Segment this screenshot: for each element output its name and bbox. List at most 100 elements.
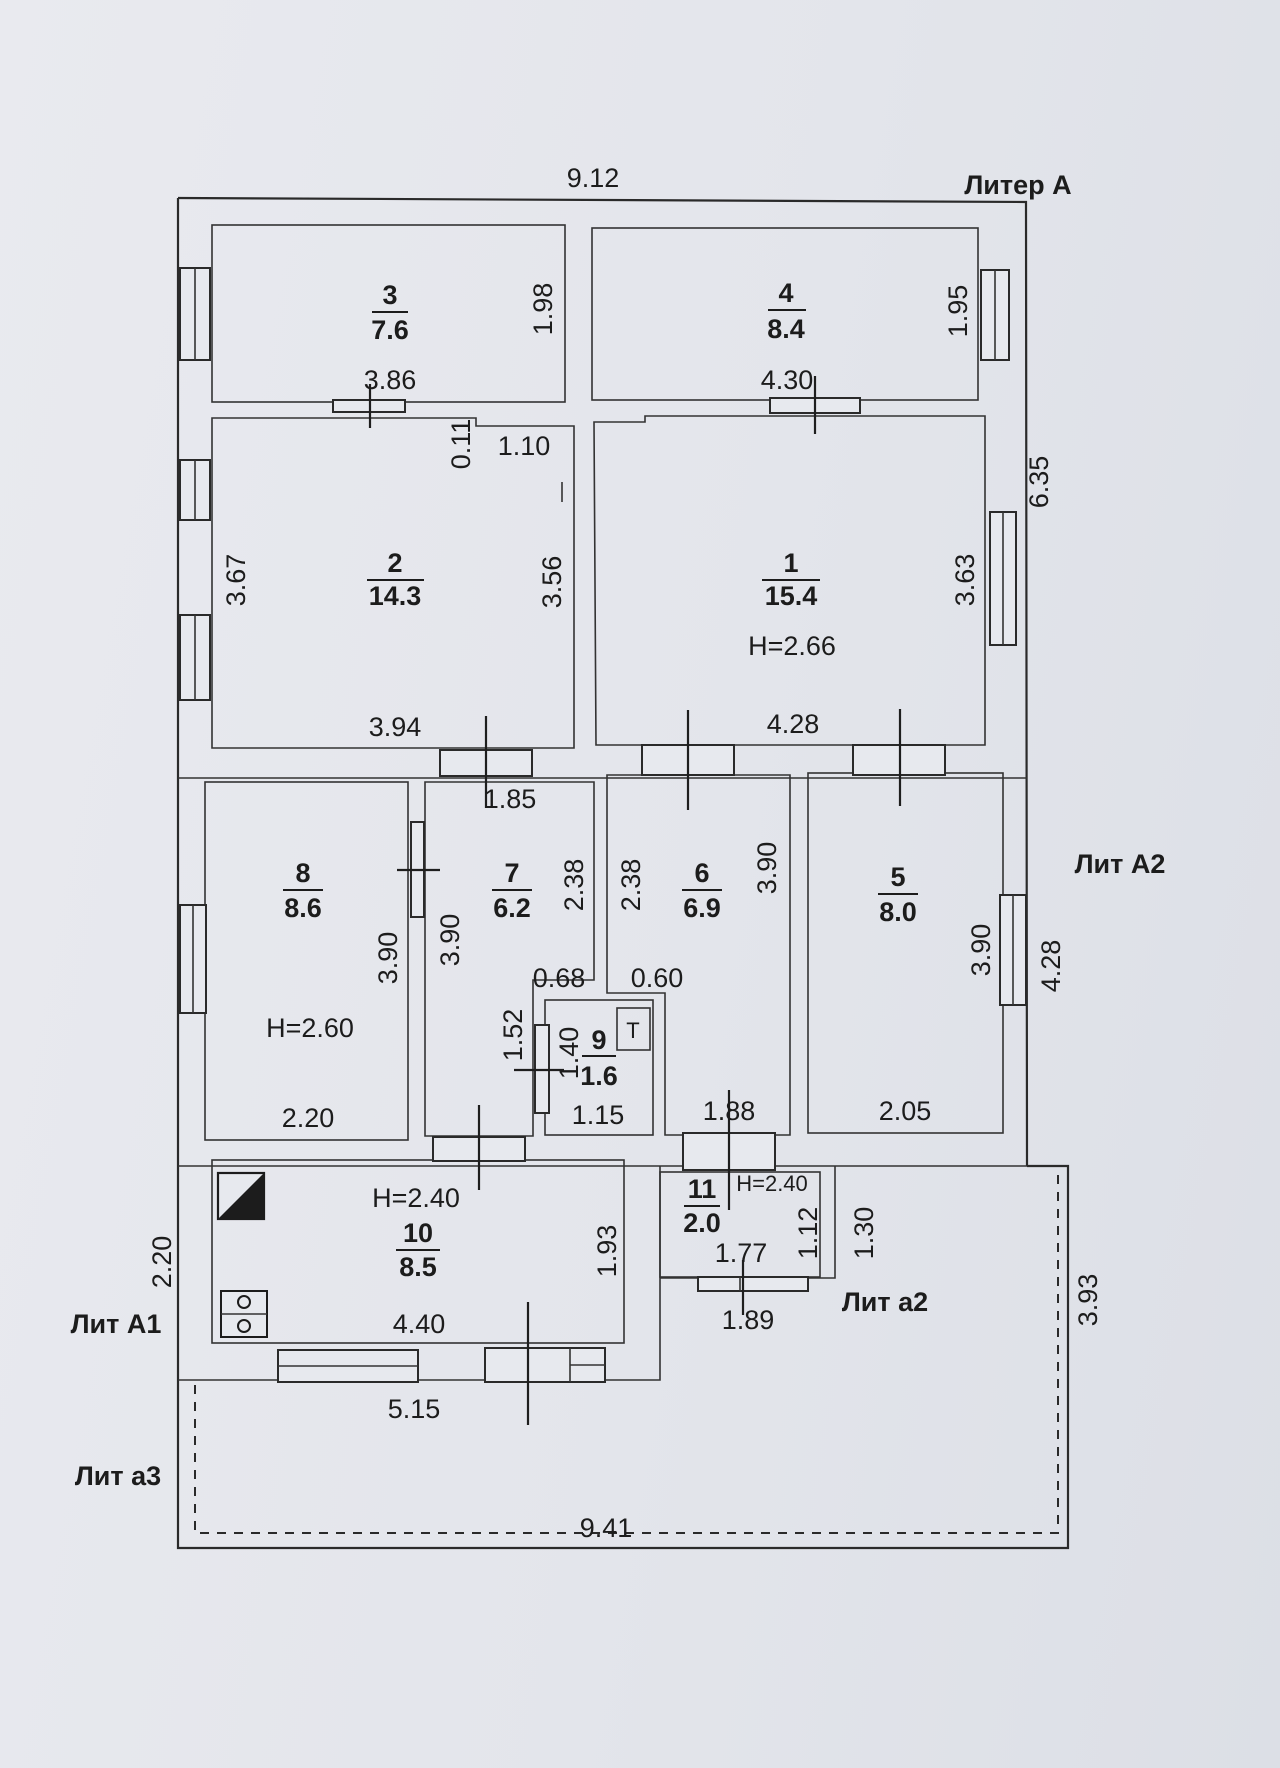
room-2-area: 14.3 — [369, 581, 422, 611]
room-1-area: 15.4 — [765, 581, 818, 611]
dim-r9-h2: 1.40 — [554, 1027, 584, 1080]
dim-r7-bottom: 0.68 — [533, 963, 586, 993]
label-lit-a1: Лит А1 — [71, 1309, 162, 1339]
dim-r2-notch-h: 1.10 — [498, 431, 551, 461]
dim-r5-bottom: 2.05 — [879, 1096, 932, 1126]
height-room8: H=2.60 — [266, 1013, 354, 1043]
height-room11: H=2.40 — [736, 1171, 808, 1196]
door-room1-left — [641, 710, 735, 810]
door-room7 — [432, 1105, 526, 1190]
dim-r10-bottom: 4.40 — [393, 1309, 446, 1339]
boiler-icon — [216, 1171, 266, 1221]
window-room1-right — [989, 511, 1017, 646]
door-room9 — [514, 1024, 564, 1114]
dim-r7-left: 3.90 — [435, 914, 465, 967]
room-6-label: 6 6.9 — [682, 858, 722, 923]
stove-icon — [220, 1290, 268, 1338]
dim-r2-notch-v: 0.11 — [446, 419, 476, 470]
room-11-label: 11 2.0 — [683, 1174, 721, 1238]
dim-left-a1: 2.20 — [147, 1236, 177, 1289]
dim-r2-left: 3.67 — [221, 554, 251, 607]
room-9-area: 1.6 — [580, 1061, 618, 1091]
height-room10: H=2.40 — [372, 1183, 460, 1213]
dim-right-litera: 6.35 — [1024, 456, 1054, 509]
dim-top-total: 9.12 — [567, 163, 620, 193]
outer-wall-litera — [177, 196, 1029, 1167]
window-room2-left-bottom — [179, 614, 211, 701]
room-1-outline — [593, 415, 986, 746]
height-room1: H=2.66 — [748, 631, 836, 661]
room-4-number: 4 — [778, 278, 793, 308]
door-room3 — [332, 384, 406, 428]
window-room8-left — [179, 904, 207, 1014]
room-9-t-box — [616, 1007, 651, 1051]
label-lit-a3: Лит а3 — [75, 1461, 161, 1491]
dim-r9-bottom: 1.15 — [572, 1100, 625, 1130]
door-room2 — [439, 716, 533, 808]
dim-r8-right: 3.90 — [373, 932, 403, 985]
window-room11-bottom — [697, 1276, 809, 1292]
room-7-label: 7 6.2 — [492, 858, 532, 923]
door-room4 — [769, 376, 861, 434]
dim-right-lita2: 4.28 — [1036, 940, 1066, 993]
dim-right-a3: 3.93 — [1073, 1274, 1103, 1327]
dim-corridor: 1.85 — [484, 784, 537, 814]
room-5-area: 8.0 — [879, 897, 917, 927]
room-7-area: 6.2 — [493, 893, 531, 923]
dim-r6b-bottom: 1.88 — [703, 1096, 756, 1126]
dim-r9-h1: 1.52 — [498, 1009, 528, 1062]
room-4-area: 8.4 — [767, 314, 805, 344]
room-9-number: 9 — [591, 1025, 606, 1055]
dim-r8-bottom: 2.20 — [282, 1103, 335, 1133]
room-1-number: 1 — [783, 548, 798, 578]
dim-r6-bottom: 0.60 — [631, 963, 684, 993]
dim-r11-h2: 1.30 — [849, 1207, 879, 1260]
room-6-area: 6.9 — [683, 893, 721, 923]
room-3-label: 3 7.6 — [371, 280, 409, 345]
dim-r1-right: 3.63 — [950, 554, 980, 607]
room-8-number: 8 — [295, 858, 310, 888]
window-room4-right — [980, 269, 1010, 361]
dim-r10-right: 1.93 — [592, 1225, 622, 1278]
room-9-t-symbol: Т — [626, 1018, 639, 1043]
window-room2-left-top — [179, 459, 211, 521]
room-5-number: 5 — [890, 862, 905, 892]
door-room8 — [397, 821, 440, 918]
dim-r1-bottom: 4.28 — [767, 709, 820, 739]
window-room3-left — [179, 267, 211, 361]
dim-r6-right: 3.90 — [752, 842, 782, 895]
outer-wall-left — [176, 198, 1070, 1550]
dim-r4-height: 1.95 — [943, 285, 973, 338]
room-10-label: 10 8.5 — [396, 1218, 440, 1282]
room-7-outline — [424, 781, 595, 1137]
dim-r7-right: 2.38 — [559, 859, 589, 912]
dim-r11-h1: 1.12 — [793, 1207, 823, 1260]
window-room10-bottom — [277, 1349, 419, 1383]
room-8-label: 8 8.6 — [283, 858, 323, 923]
room-2-label: 2 14.3 — [367, 548, 424, 611]
room-2-outline — [211, 417, 575, 749]
dim-r3-width: 3.86 — [364, 365, 417, 395]
dim-a1-bottom: 5.15 — [388, 1394, 441, 1424]
room-10-outline — [211, 1159, 625, 1344]
dim-r3-height: 1.98 — [528, 283, 558, 336]
dim-bottom-total: 9.41 — [580, 1513, 633, 1543]
dim-r11-bottom: 1.77 — [715, 1238, 768, 1268]
dim-r4-width: 4.30 — [761, 365, 814, 395]
room-5-label: 5 8.0 — [878, 862, 918, 927]
door-room10 — [484, 1302, 606, 1425]
dim-a2-bottom: 1.89 — [722, 1305, 775, 1335]
dim-r5-left: 3.90 — [966, 924, 996, 977]
room-11-number: 11 — [688, 1174, 717, 1204]
dim-r6-left: 2.38 — [616, 859, 646, 912]
room-1-label: 1 15.4 — [762, 548, 820, 611]
label-liter-a: Литер А — [964, 170, 1071, 200]
dim-r2-bottom: 3.94 — [369, 712, 422, 742]
room-11-area: 2.0 — [683, 1208, 721, 1238]
room-9-label: 9 1.6 — [580, 1025, 618, 1091]
room-8-area: 8.6 — [284, 893, 322, 923]
door-room1-right — [852, 709, 946, 806]
room-3-area: 7.6 — [371, 315, 409, 345]
